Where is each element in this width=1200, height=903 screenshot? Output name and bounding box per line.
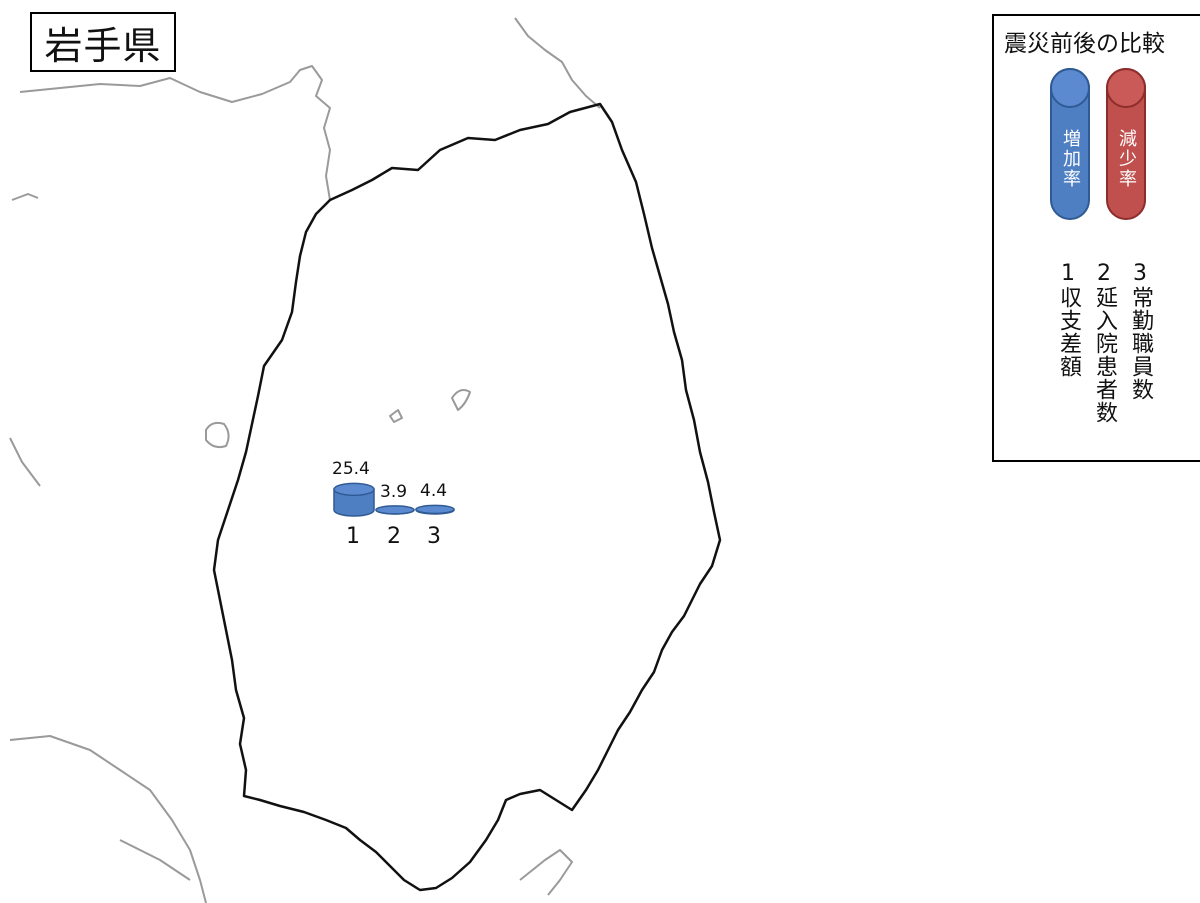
neighbor-border-akita-west bbox=[9, 437, 41, 487]
value-label-3: 4.4 bbox=[420, 481, 448, 502]
legend-decrease-cap bbox=[1106, 68, 1146, 108]
legend-increase-label: 増加率 bbox=[1060, 129, 1081, 189]
legend-item-number: 1 bbox=[1061, 261, 1075, 286]
category-label-3: 3 bbox=[427, 524, 441, 549]
legend-item-2: 2 延入院患者数 bbox=[1088, 261, 1120, 425]
prefecture-outline bbox=[212, 102, 722, 892]
value-label-1: 25.4 bbox=[332, 459, 370, 480]
island-2 bbox=[451, 389, 471, 411]
legend-item-number: 3 bbox=[1133, 261, 1147, 286]
neighbor-border-miyagi bbox=[9, 735, 207, 903]
legend-panel: 震災前後の比較 増加率 減少率 1 収支差額 2 延入院患者数 3 常勤職員数 bbox=[992, 14, 1200, 462]
legend-item-3: 3 常勤職員数 bbox=[1124, 261, 1156, 402]
bar-1 bbox=[333, 488, 375, 517]
chart-bars bbox=[333, 482, 455, 517]
map-title: 岩手県 bbox=[30, 12, 176, 72]
legend-increase-pill: 増加率 bbox=[1050, 68, 1090, 220]
island-1 bbox=[389, 409, 403, 423]
neighbor-border-aomori-east bbox=[514, 17, 601, 109]
bar-top-3 bbox=[415, 504, 455, 515]
value-label-2: 3.9 bbox=[380, 481, 408, 502]
category-label-2: 2 bbox=[387, 524, 401, 549]
bar-top-2 bbox=[375, 505, 415, 515]
legend-decrease-pill: 減少率 bbox=[1106, 68, 1146, 220]
bar-top-1 bbox=[333, 482, 375, 497]
legend-item-label: 常勤職員数 bbox=[1128, 286, 1153, 401]
lake bbox=[205, 421, 230, 449]
neighbor-coast-fragment bbox=[11, 193, 39, 201]
legend-decrease-label: 減少率 bbox=[1116, 129, 1137, 189]
neighbor-coast-south bbox=[519, 849, 573, 896]
legend-item-number: 2 bbox=[1097, 261, 1111, 286]
legend-increase-cap bbox=[1050, 68, 1090, 108]
legend-item-1: 1 収支差額 bbox=[1052, 261, 1084, 379]
legend-item-label: 収支差額 bbox=[1056, 286, 1081, 378]
neighbor-border-north bbox=[19, 65, 331, 201]
legend-title: 震災前後の比較 bbox=[1004, 31, 1165, 57]
legend-item-label: 延入院患者数 bbox=[1092, 286, 1117, 424]
neighbor-border-miyagi-2 bbox=[119, 839, 191, 881]
category-label-1: 1 bbox=[346, 524, 360, 549]
